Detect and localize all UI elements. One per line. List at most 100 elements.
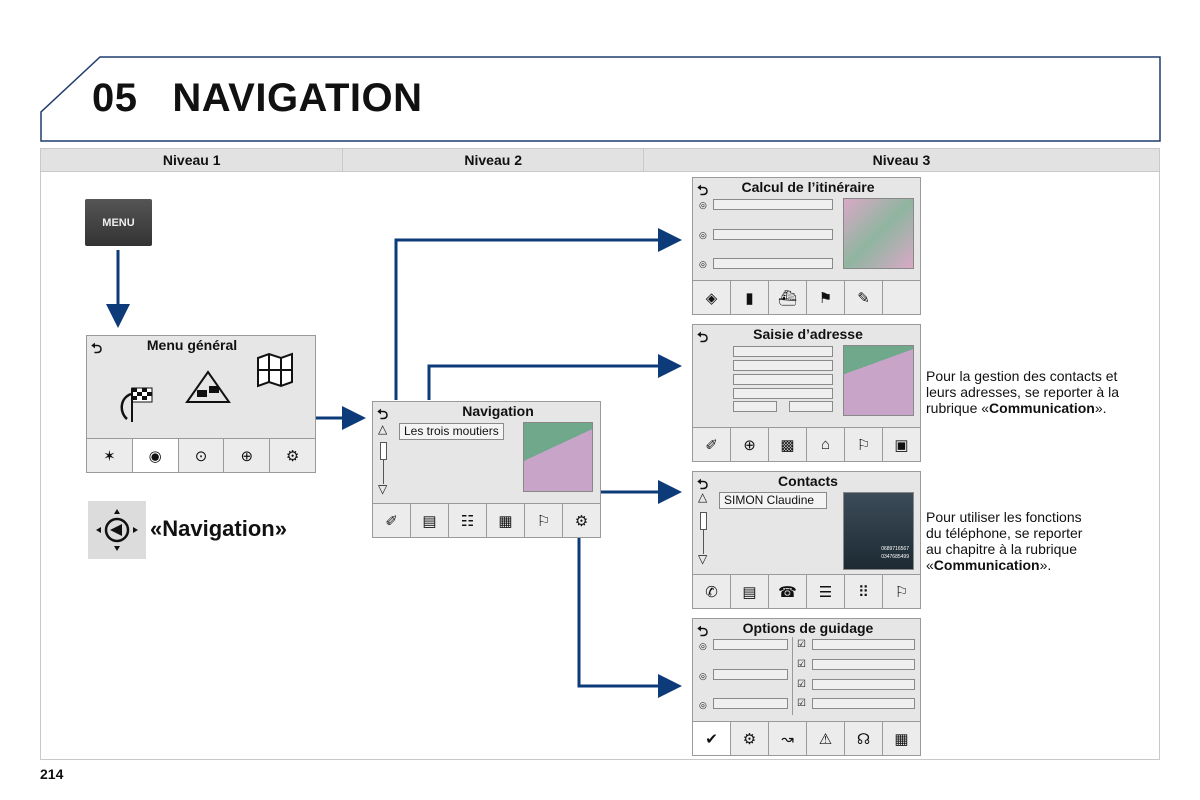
menu-general-screen: ⮌ Menu général ✶ ◉ ⊙ ⊕ ⚙ [86,335,316,473]
car-icon[interactable]: ▮ [731,281,769,314]
note-text: ». [1094,400,1107,416]
empty-slot [883,281,920,314]
route-icon[interactable]: ✐ [373,504,411,537]
arrow-to-saisie [427,354,682,400]
poi-icon[interactable]: ⌂ [807,428,845,461]
route-map-preview [843,198,914,269]
flag-icon[interactable]: ⚐ [883,575,920,608]
bluetooth-icon[interactable]: ✶ [87,439,133,472]
check-field-1[interactable] [812,639,915,650]
radio-icon[interactable]: ⊙ [178,439,225,472]
checkbox-2[interactable]: ☑ [797,659,806,670]
address-field-street[interactable] [733,374,833,385]
phone-icon[interactable]: ✆ [693,575,731,608]
saisie-adresse-screen: ⮌ Saisie d’adresse ✐ ⊕ ▩ ⌂ ⚐ ▣ [692,324,921,462]
back-icon[interactable]: ⮌ [697,476,709,492]
edit-icon[interactable]: ✎ [845,281,883,314]
contacts-icon[interactable]: ☷ [449,504,487,537]
call-log-icon[interactable]: ☎ [769,575,807,608]
back-icon[interactable]: ⮌ [91,340,103,356]
option-field-1[interactable] [713,639,788,650]
settings-icon[interactable]: ⚙ [731,722,769,755]
menu-button[interactable]: MENU [85,199,152,246]
option-field-1[interactable] [713,199,833,210]
radio-option-3[interactable]: ◎ [699,700,707,710]
confirm-icon[interactable]: ✔ [693,722,731,755]
scroll-down-icon[interactable]: ▽ [378,482,388,496]
ferry-icon[interactable]: ⛴ [769,281,807,314]
route-type-icon[interactable]: ↝ [769,722,807,755]
back-icon[interactable]: ⮌ [697,182,709,198]
check-field-3[interactable] [812,679,915,690]
navigation-icon[interactable]: ◉ [132,439,179,472]
save-icon[interactable]: ▣ [883,428,920,461]
screen-title: Navigation [462,403,534,419]
scrollbar[interactable] [700,512,707,530]
arrow-to-calcul [394,228,682,400]
scroll-down-icon[interactable]: ▽ [698,552,708,566]
address-field-country[interactable] [733,346,833,357]
check-field-4[interactable] [812,698,915,709]
column-header-niveau-3: Niveau 3 [872,152,931,168]
globe-icon[interactable]: ⊕ [224,439,271,472]
checkbox-4[interactable]: ☑ [797,698,806,709]
contact-card-icon[interactable]: ▤ [731,575,769,608]
contact-item[interactable]: SIMON Claudine [719,492,827,509]
destination-item[interactable]: Les trois moutiers [399,423,504,440]
note-line: au chapitre à la rubrique [926,541,1077,557]
map-icon[interactable]: ▦ [487,504,525,537]
radio-option-1[interactable]: ◎ [699,200,707,210]
route-icon[interactable]: ✐ [693,428,731,461]
radio-option-2[interactable]: ◎ [699,671,707,681]
option-field-3[interactable] [713,698,788,709]
address-field-right[interactable] [789,401,833,412]
contacts-toolbar: ✆ ▤ ☎ ☰ ⠿ ⚐ [693,574,920,608]
back-icon[interactable]: ⮌ [697,623,709,639]
radio-option-2[interactable]: ◎ [699,230,707,240]
toll-icon[interactable]: ⚑ [807,281,845,314]
screen-title: Options de guidage [742,620,874,636]
address-field-city[interactable] [733,360,833,371]
option-field-3[interactable] [713,258,833,269]
screen-title: Contacts [778,473,838,489]
guidance-options-icon[interactable]: ⚙ [563,504,600,537]
phonebook-icon[interactable]: ☰ [807,575,845,608]
address-icon[interactable]: ▤ [411,504,449,537]
gps-coords-icon[interactable]: ▩ [769,428,807,461]
flag-icon[interactable]: ⚐ [525,504,563,537]
contacts-screen: ⮌ Contacts △ ▽ SIMON Claudine 0689716567… [692,471,921,609]
traffic-icon[interactable] [185,370,231,404]
scroll-up-icon[interactable]: △ [698,490,708,504]
radio-option-3[interactable]: ◎ [699,259,707,269]
back-icon[interactable]: ⮌ [377,406,389,422]
compass-icon[interactable]: ◈ [693,281,731,314]
check-field-2[interactable] [812,659,915,670]
address-field-left[interactable] [733,401,777,412]
warning-icon[interactable]: ⚠ [807,722,845,755]
screen-title: Menu général [146,337,238,353]
map-icon[interactable] [255,352,295,388]
back-icon[interactable]: ⮌ [697,329,709,345]
settings-icon[interactable]: ⚙ [270,439,315,472]
option-field-2[interactable] [713,229,833,240]
radio-option-1[interactable]: ◎ [699,641,707,651]
checkered-flag-icon[interactable] [117,384,162,424]
keypad-icon[interactable]: ⠿ [845,575,883,608]
chapter-header-frame [40,56,1161,142]
address-field-number[interactable] [733,388,833,399]
map-icon[interactable]: ▦ [883,722,920,755]
flag-icon[interactable]: ⚐ [845,428,883,461]
menu-button-label: MENU [102,216,135,229]
card-phone-1: 0689716567 [881,546,909,552]
scrollbar[interactable] [380,442,387,460]
saisie-toolbar: ✐ ⊕ ▩ ⌂ ⚐ ▣ [693,427,920,461]
scroll-up-icon[interactable]: △ [378,422,388,436]
calcul-toolbar: ◈ ▮ ⛴ ⚑ ✎ [693,280,920,314]
position-icon[interactable]: ⊕ [731,428,769,461]
checkbox-1[interactable]: ☑ [797,639,806,650]
voice-icon[interactable]: ☊ [845,722,883,755]
option-field-2[interactable] [713,669,788,680]
checkbox-3[interactable]: ☑ [797,679,806,690]
navigation-toolbar: ✐ ▤ ☷ ▦ ⚐ ⚙ [373,503,600,537]
